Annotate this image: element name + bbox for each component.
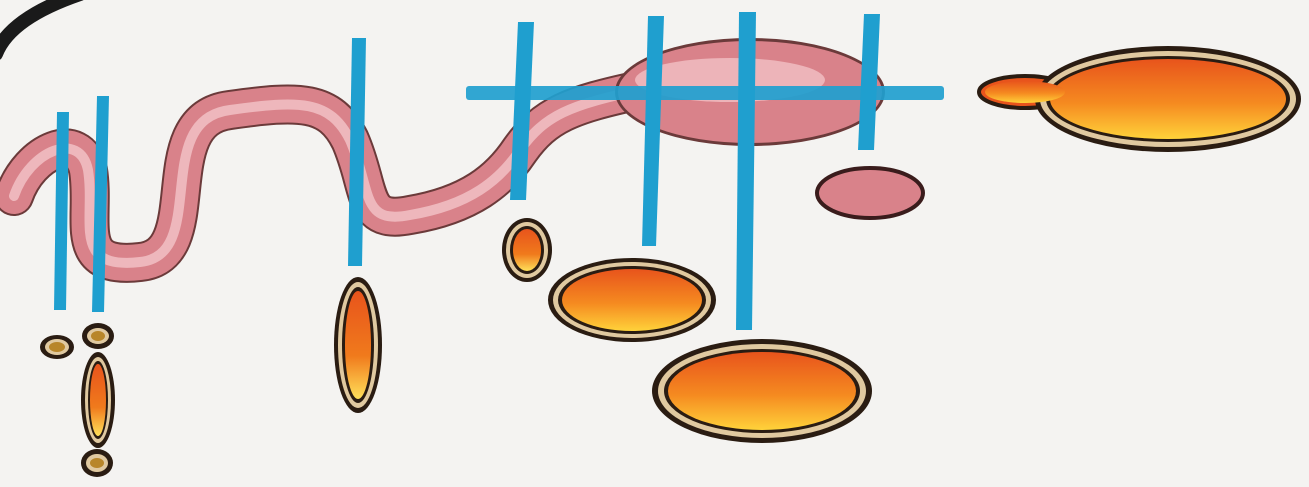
cross-section-small-oval [502,218,552,282]
cross-section-large-bottom [652,339,872,443]
corner-stroke [0,0,80,54]
cross-section-far-right [979,46,1301,152]
pink-cross-section [817,168,923,218]
cross-section-medium [548,258,716,342]
cross-section-tall [334,277,382,413]
cross-section-left-group [40,323,115,477]
